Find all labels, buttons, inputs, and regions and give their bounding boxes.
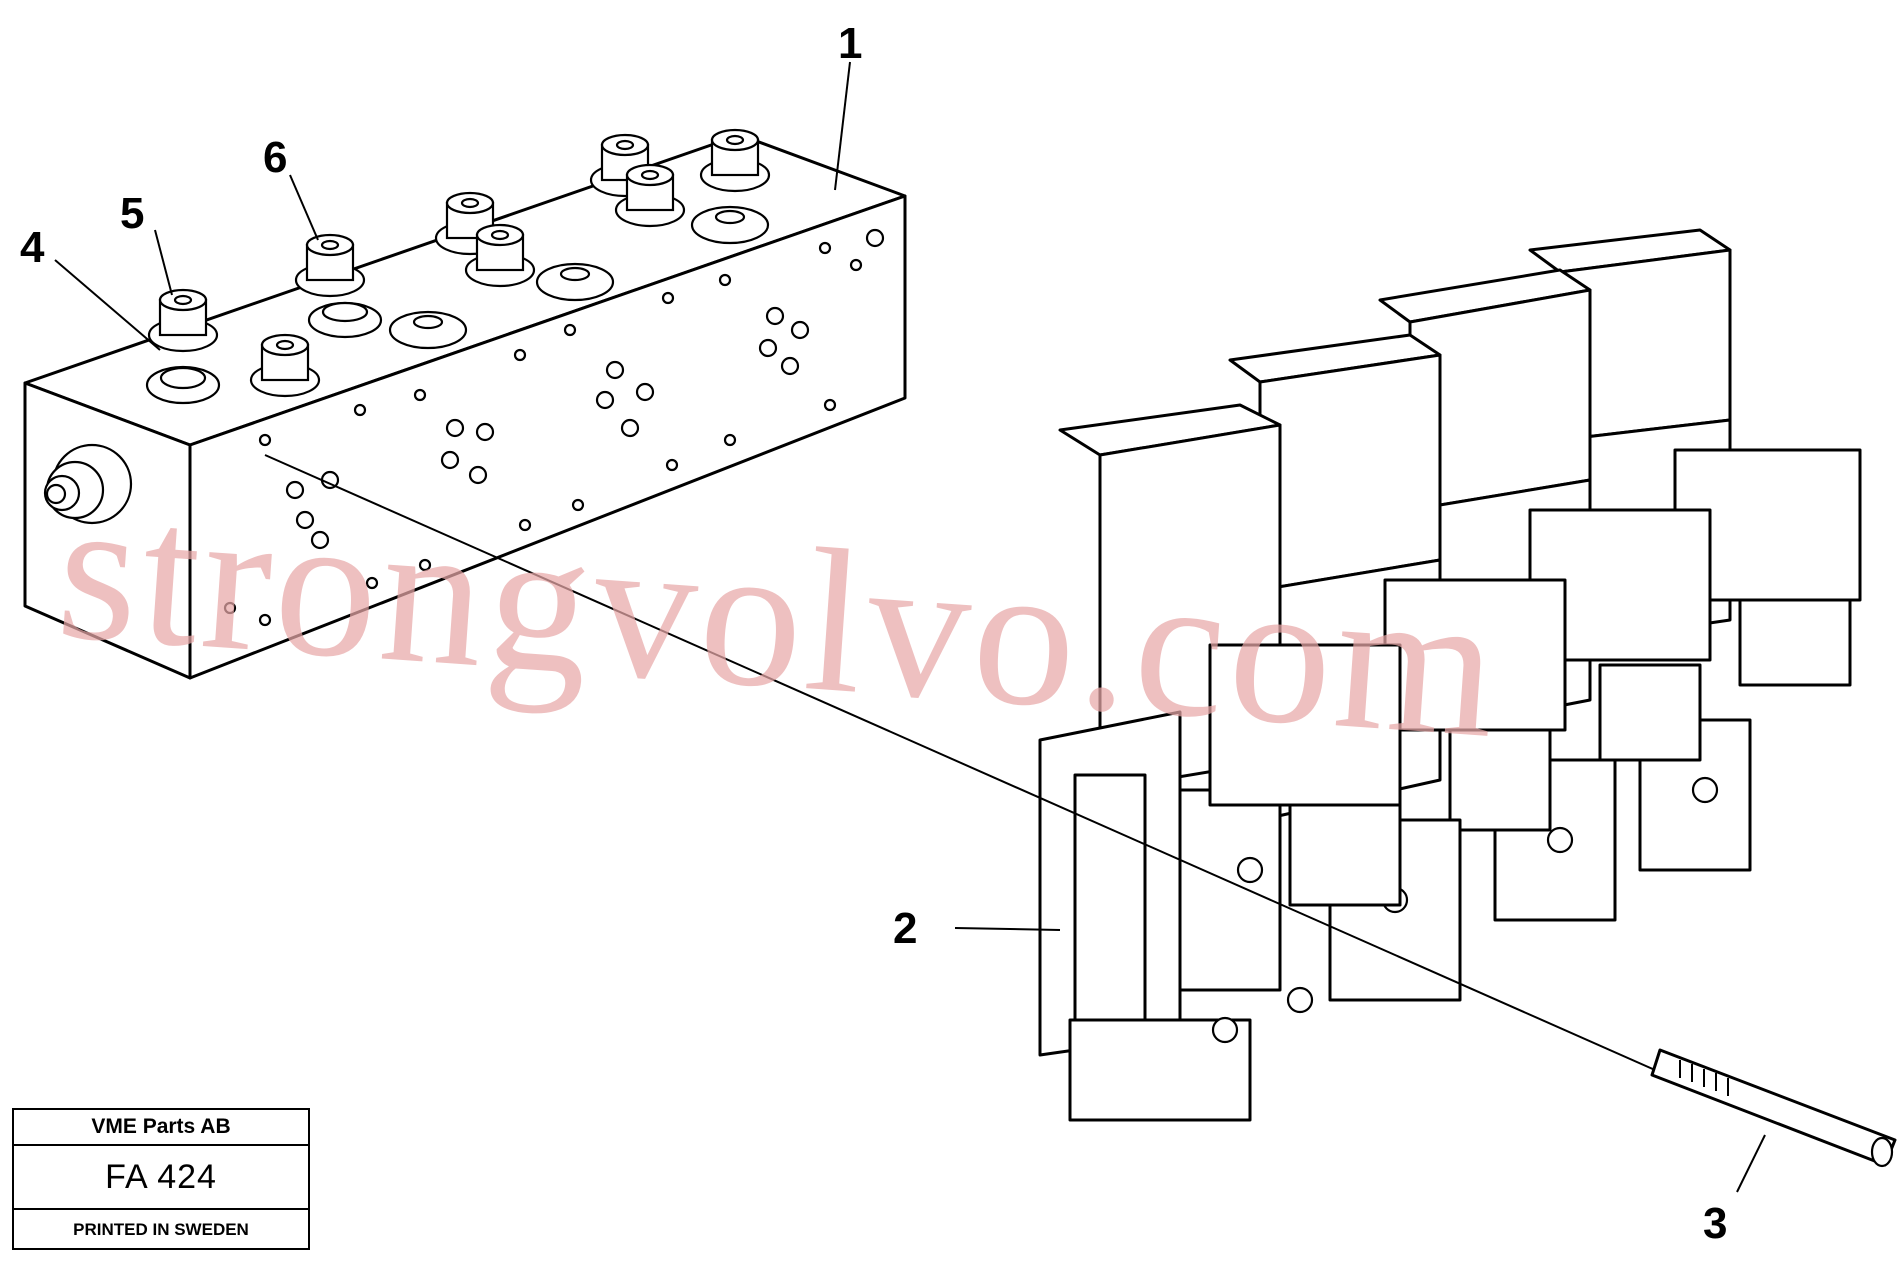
mounting-bolt — [264, 454, 1897, 1168]
callout-1: 1 — [838, 19, 862, 68]
title-block-printed: PRINTED IN SWEDEN — [73, 1220, 249, 1239]
valve-manifold-block — [23, 128, 907, 680]
title-block-company: VME Parts AB — [14, 1110, 308, 1146]
callout-4: 4 — [20, 223, 45, 272]
top-fittings — [145, 128, 771, 405]
callout-6: 6 — [263, 133, 287, 182]
leader-lines — [54, 61, 1766, 1193]
title-block-code: FA 424 — [14, 1146, 308, 1210]
title-block: VME Parts AB FA 424 PRINTED IN SWEDEN — [12, 1108, 310, 1250]
callout-3: 3 — [1703, 1199, 1727, 1248]
side-port-fitting — [43, 443, 133, 525]
callout-2: 2 — [893, 904, 917, 953]
callout-5: 5 — [120, 189, 144, 238]
manifold-port-holes — [223, 228, 885, 627]
